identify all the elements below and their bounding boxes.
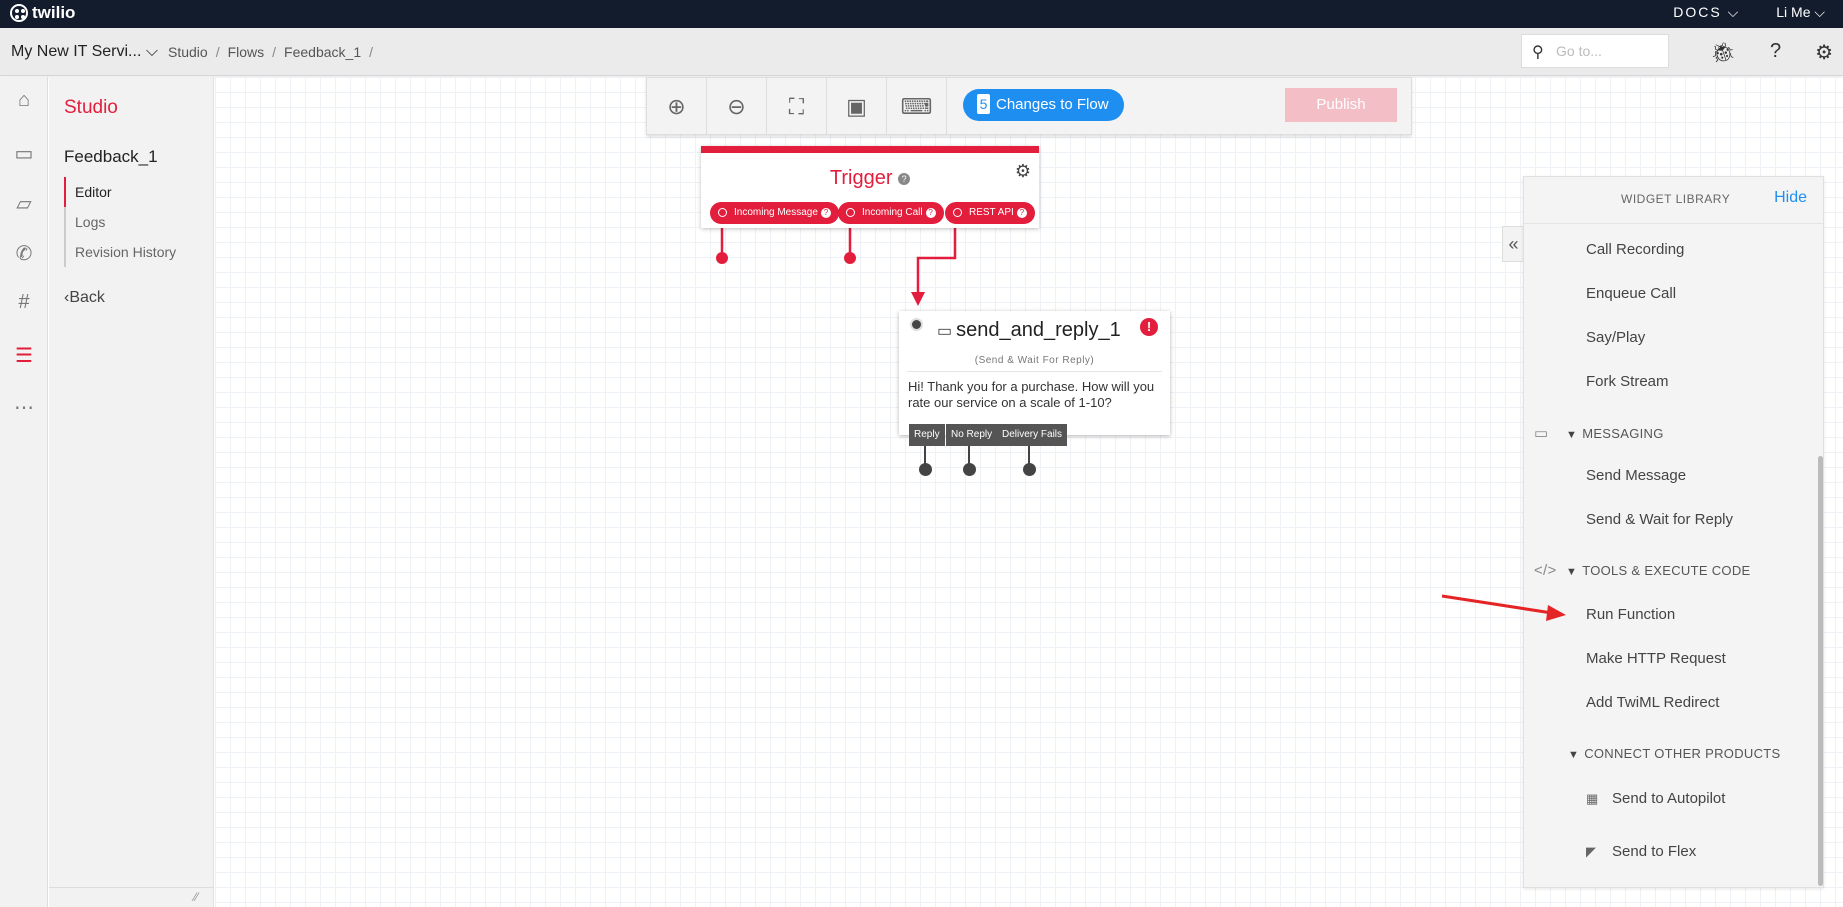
section-messaging[interactable]: ▭▼MESSAGING (1534, 425, 1664, 442)
section-tools[interactable]: </>▼TOOLS & EXECUTE CODE (1534, 562, 1751, 579)
fit-to-screen-icon[interactable]: ⛶ (767, 78, 827, 135)
error-icon[interactable]: ! (1140, 318, 1158, 336)
search-placeholder: Go to... (1556, 43, 1602, 59)
help-icon[interactable]: ? (1769, 40, 1782, 62)
nav-editor[interactable]: Editor (64, 177, 204, 207)
bookmark-icon[interactable]: ▣ (827, 78, 887, 135)
debugger-bug-icon[interactable]: 🐞︎ (1710, 42, 1736, 64)
trigger-title: Trigger ? (701, 167, 1039, 190)
section-title: Studio (64, 97, 118, 118)
flex-icon: ◤ (1586, 844, 1596, 859)
message-icon[interactable]: ▱ (16, 193, 32, 215)
caret-down-icon: ▼ (1568, 749, 1580, 761)
more-icon[interactable]: ⋯ (14, 397, 34, 419)
trigger-incoming-message[interactable]: Incoming Message? (710, 202, 839, 224)
phone-icon[interactable]: ✆ (15, 243, 33, 265)
widget-send-to-flex[interactable]: ◤Send to Flex (1586, 843, 1697, 860)
divider (907, 371, 1162, 372)
zoom-out-icon[interactable]: ⊖ (707, 78, 767, 135)
library-scrollbar[interactable] (1818, 456, 1823, 886)
home-icon[interactable]: ⌂ (17, 89, 31, 111)
product-rail: ⌂ ▭ ▱ ✆ # ☰ ⋯ (0, 77, 48, 907)
hide-library-button[interactable]: Hide (1774, 189, 1807, 206)
search-icon: ⚲ (1532, 44, 1544, 61)
studio-icon[interactable]: ☰ (15, 345, 33, 367)
widget-type: (Send & Wait For Reply) (974, 355, 1095, 366)
twilio-logo-icon (10, 4, 28, 22)
project-selector[interactable]: My New IT Servi... ⌵ (11, 43, 158, 60)
collapse-library-icon[interactable]: « (1502, 226, 1524, 262)
widget-send-to-autopilot[interactable]: ▦Send to Autopilot (1586, 790, 1726, 807)
message-icon: ▭ (1534, 425, 1549, 442)
publish-button[interactable]: Publish (1285, 88, 1397, 122)
phone-numbers-icon[interactable]: # (18, 291, 30, 313)
flow-name: Feedback_1 (64, 147, 158, 166)
breadcrumb-flow[interactable]: Feedback_1 (284, 44, 362, 60)
output-port[interactable] (1023, 463, 1036, 476)
chevron-down-icon: ⌵ (145, 43, 158, 60)
output-port[interactable] (963, 463, 976, 476)
trigger-incoming-call[interactable]: Incoming Call? (838, 202, 944, 224)
help-icon: ? (1016, 208, 1027, 218)
widget-body: Hi! Thank you for a purchase. How will y… (908, 379, 1155, 410)
nav-logs[interactable]: Logs (64, 207, 204, 237)
trigger-widget[interactable]: Trigger ? ⚙ Incoming Message? Incoming C… (701, 146, 1039, 228)
caret-down-icon: ▼ (1566, 566, 1578, 578)
widget-send-message[interactable]: Send Message (1586, 467, 1687, 484)
help-icon: ? (820, 208, 831, 218)
widget-enqueue-call[interactable]: Enqueue Call (1586, 285, 1677, 302)
widget-title: ▭send_and_reply_1 (937, 319, 1121, 341)
sub-header: My New IT Servi... ⌵ Studio / Flows / Fe… (0, 28, 1843, 76)
chat-icon[interactable]: ▭ (14, 143, 34, 165)
back-link[interactable]: ‹Back (64, 289, 105, 306)
breadcrumb: Studio / Flows / Feedback_1 / (168, 44, 373, 60)
message-icon: ▭ (937, 323, 953, 340)
search-input[interactable]: ⚲ Go to... (1521, 34, 1669, 68)
widget-make-http-request[interactable]: Make HTTP Request (1586, 650, 1726, 667)
gears-icon[interactable]: ⚙ (1014, 161, 1031, 181)
twilio-logo[interactable]: twilio (10, 3, 75, 23)
output-port[interactable] (919, 463, 932, 476)
chevron-left-icon: ‹ (64, 289, 70, 306)
gear-icon[interactable]: ⚙ (1815, 42, 1833, 64)
brand-name: twilio (32, 3, 76, 22)
widget-fork-stream[interactable]: Fork Stream (1586, 373, 1669, 390)
trigger-rest-api[interactable]: REST API? (945, 202, 1035, 224)
nav-revision-history[interactable]: Revision History (64, 237, 204, 267)
send-and-reply-widget[interactable]: ▭send_and_reply_1 ! (Send & Wait For Rep… (899, 311, 1170, 435)
keyboard-icon[interactable]: ⌨ (887, 78, 947, 135)
help-icon: ? (925, 208, 936, 218)
widget-call-recording[interactable]: Call Recording (1586, 241, 1685, 258)
chevron-down-icon: ⌵ (1814, 4, 1825, 20)
widget-library: WIDGET LIBRARY Hide Call Recording Enque… (1523, 176, 1824, 888)
output-reply[interactable]: Reply (909, 424, 945, 446)
section-connect-other-products[interactable]: ▼CONNECT OTHER PRODUCTS (1568, 746, 1781, 761)
widget-send-and-wait[interactable]: Send & Wait for Reply (1586, 511, 1734, 528)
code-icon: </> (1534, 562, 1557, 579)
autopilot-icon: ▦ (1586, 791, 1599, 806)
breadcrumb-studio[interactable]: Studio (168, 44, 208, 60)
widget-say-play[interactable]: Say/Play (1586, 329, 1646, 346)
output-delivery-fails[interactable]: Delivery Fails (997, 424, 1068, 446)
output-no-reply[interactable]: No Reply (946, 424, 998, 446)
docs-menu[interactable]: DOCS ⌵ (1673, 4, 1741, 20)
help-icon[interactable]: ? (898, 172, 911, 185)
library-title: WIDGET LIBRARY (1621, 192, 1731, 206)
changes-count: 5 (977, 94, 990, 114)
sidenav-footer: ⁄⁄ (49, 887, 214, 907)
input-port[interactable] (910, 318, 923, 331)
studio-sidenav: Studio Feedback_1 Editor Logs Revision H… (49, 77, 214, 907)
caret-down-icon: ▼ (1566, 429, 1578, 441)
zoom-in-icon[interactable]: ⊕ (647, 78, 707, 135)
library-header: WIDGET LIBRARY Hide (1524, 177, 1823, 224)
widget-run-function[interactable]: Run Function (1586, 606, 1676, 623)
widget-add-twiml-redirect[interactable]: Add TwiML Redirect (1586, 694, 1720, 711)
user-menu[interactable]: Li Me ⌵ (1776, 4, 1825, 20)
breadcrumb-flows[interactable]: Flows (227, 44, 265, 60)
top-bar: twilio DOCS ⌵ Li Me ⌵ (0, 0, 1843, 28)
chevron-down-icon: ⌵ (1727, 4, 1741, 20)
collapse-handle-icon[interactable]: ⁄⁄ (193, 890, 198, 904)
